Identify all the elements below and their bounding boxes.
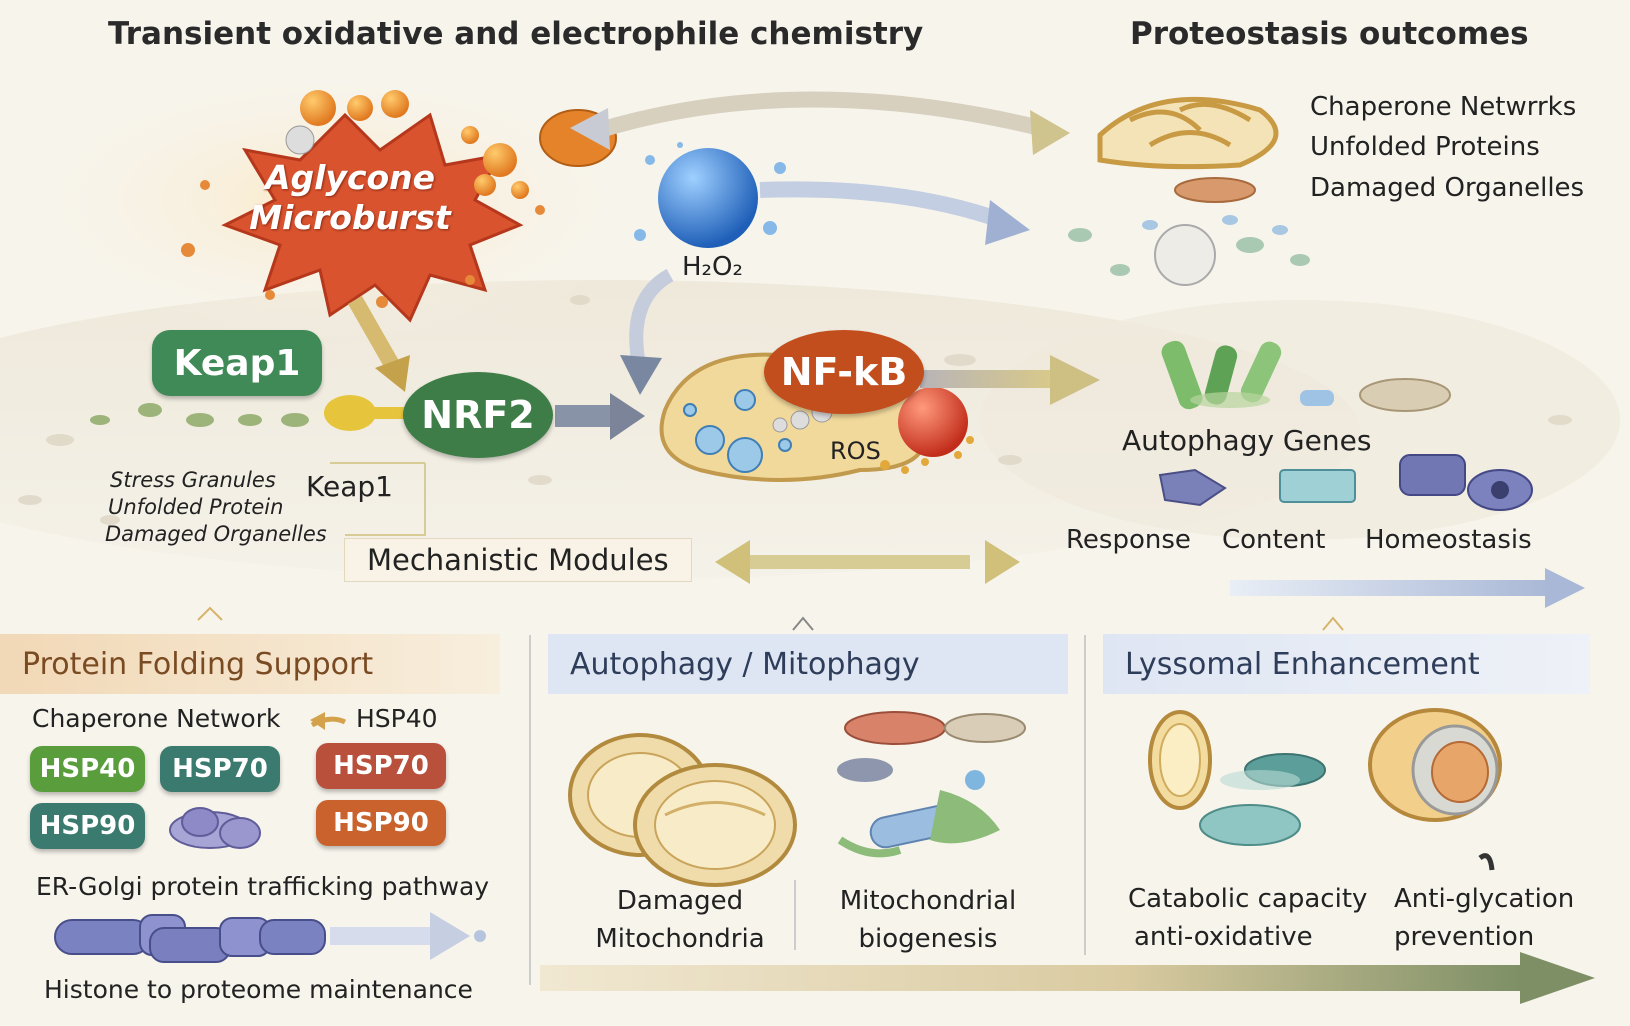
hsp90-chip-teal: HSP90 bbox=[30, 803, 145, 849]
keap1-small-label: Keap1 bbox=[306, 470, 393, 503]
mito-biogenesis-label: Mitochondrial biogenesis bbox=[818, 882, 1038, 958]
lysosomal-band: Lyssomal Enhancement bbox=[1103, 634, 1590, 694]
damaged-organelles-right-label: Damaged Organelles bbox=[1310, 173, 1585, 203]
stress-granules-label: Stress Granules bbox=[110, 468, 276, 492]
nfkb-label: NF-kB bbox=[780, 350, 908, 394]
hsp70-red-label: HSP70 bbox=[333, 751, 429, 781]
damaged-organelles-label: Damaged Organelles bbox=[105, 522, 327, 546]
hsp90-orange-label: HSP90 bbox=[333, 808, 429, 838]
unfolded-protein-label: Unfolded Protein bbox=[108, 495, 284, 519]
content-label: Content bbox=[1222, 525, 1326, 555]
burst-line-1: Aglycone bbox=[264, 158, 436, 197]
keap1-node: Keap1 bbox=[152, 330, 322, 396]
response-label: Response bbox=[1066, 525, 1191, 555]
nrf2-node: NRF2 bbox=[403, 372, 553, 458]
anti-oxidative-line: anti-oxidative bbox=[1134, 922, 1313, 952]
ros-label: ROS bbox=[830, 437, 881, 465]
left-title: Transient oxidative and electrophile che… bbox=[108, 16, 924, 52]
prevention-line: prevention bbox=[1394, 922, 1535, 952]
homeostasis-label: Homeostasis bbox=[1365, 525, 1532, 555]
ros-sphere bbox=[898, 387, 968, 457]
unfolded-proteins-label: Unfolded Proteins bbox=[1310, 132, 1540, 162]
mitochondria-line: Mitochondria bbox=[595, 924, 765, 954]
hsp40-small-label: HSP40 bbox=[356, 704, 438, 733]
hsp70-chip-red: HSP70 bbox=[316, 743, 446, 789]
nfkb-node: NF-kB bbox=[764, 330, 924, 414]
aglycone-burst-label: Aglycone Microburst bbox=[240, 158, 460, 238]
right-title: Proteostasis outcomes bbox=[1130, 16, 1529, 52]
mitochondrial-line: Mitochondrial bbox=[839, 886, 1017, 916]
catabolic-capacity-label: Catabolic capacity anti-oxidative bbox=[1128, 880, 1367, 956]
aglycone-burst bbox=[221, 112, 524, 323]
chaperone-networks-label: Chaperone Netwrrks bbox=[1310, 92, 1577, 122]
chaperone-network-label: Chaperone Network bbox=[32, 704, 281, 733]
burst-line-2: Microburst bbox=[249, 198, 451, 237]
er-golgi-label: ER-Golgi protein trafficking pathway bbox=[36, 872, 490, 901]
nrf2-label: NRF2 bbox=[421, 393, 535, 437]
lysosomal-header: Lyssomal Enhancement bbox=[1125, 646, 1480, 682]
autophagy-header: Autophagy / Mitophagy bbox=[570, 646, 920, 682]
damaged-mitochondria-label: Damaged Mitochondria bbox=[585, 882, 775, 958]
biogenesis-line: biogenesis bbox=[858, 924, 998, 954]
h2o2-sphere bbox=[658, 148, 758, 248]
mechanistic-modules-label: Mechanistic Modules bbox=[344, 538, 692, 582]
damaged-line: Damaged bbox=[616, 886, 744, 916]
protein-folding-header: Protein Folding Support bbox=[22, 646, 374, 682]
hsp40-chip: HSP40 bbox=[30, 746, 145, 792]
anti-glycation-label: Anti-glycation prevention bbox=[1394, 880, 1574, 956]
autophagy-genes-label: Autophagy Genes bbox=[1122, 424, 1372, 457]
hsp90-chip-orange: HSP90 bbox=[316, 800, 446, 846]
autophagy-band: Autophagy / Mitophagy bbox=[548, 634, 1068, 694]
hsp70-teal-label: HSP70 bbox=[172, 754, 268, 784]
protein-folding-band: Protein Folding Support bbox=[0, 634, 500, 694]
keap1-label: Keap1 bbox=[173, 342, 301, 384]
histone-label: Histone to proteome maintenance bbox=[44, 975, 473, 1004]
hsp40-label: HSP40 bbox=[39, 754, 136, 784]
catabolic-line: Catabolic capacity bbox=[1128, 884, 1368, 914]
hsp90-teal-label: HSP90 bbox=[39, 811, 136, 841]
hsp70-chip-teal: HSP70 bbox=[160, 746, 280, 792]
h2o2-label: H₂O₂ bbox=[682, 252, 743, 282]
anti-glycation-line: Anti-glycation bbox=[1394, 884, 1575, 914]
